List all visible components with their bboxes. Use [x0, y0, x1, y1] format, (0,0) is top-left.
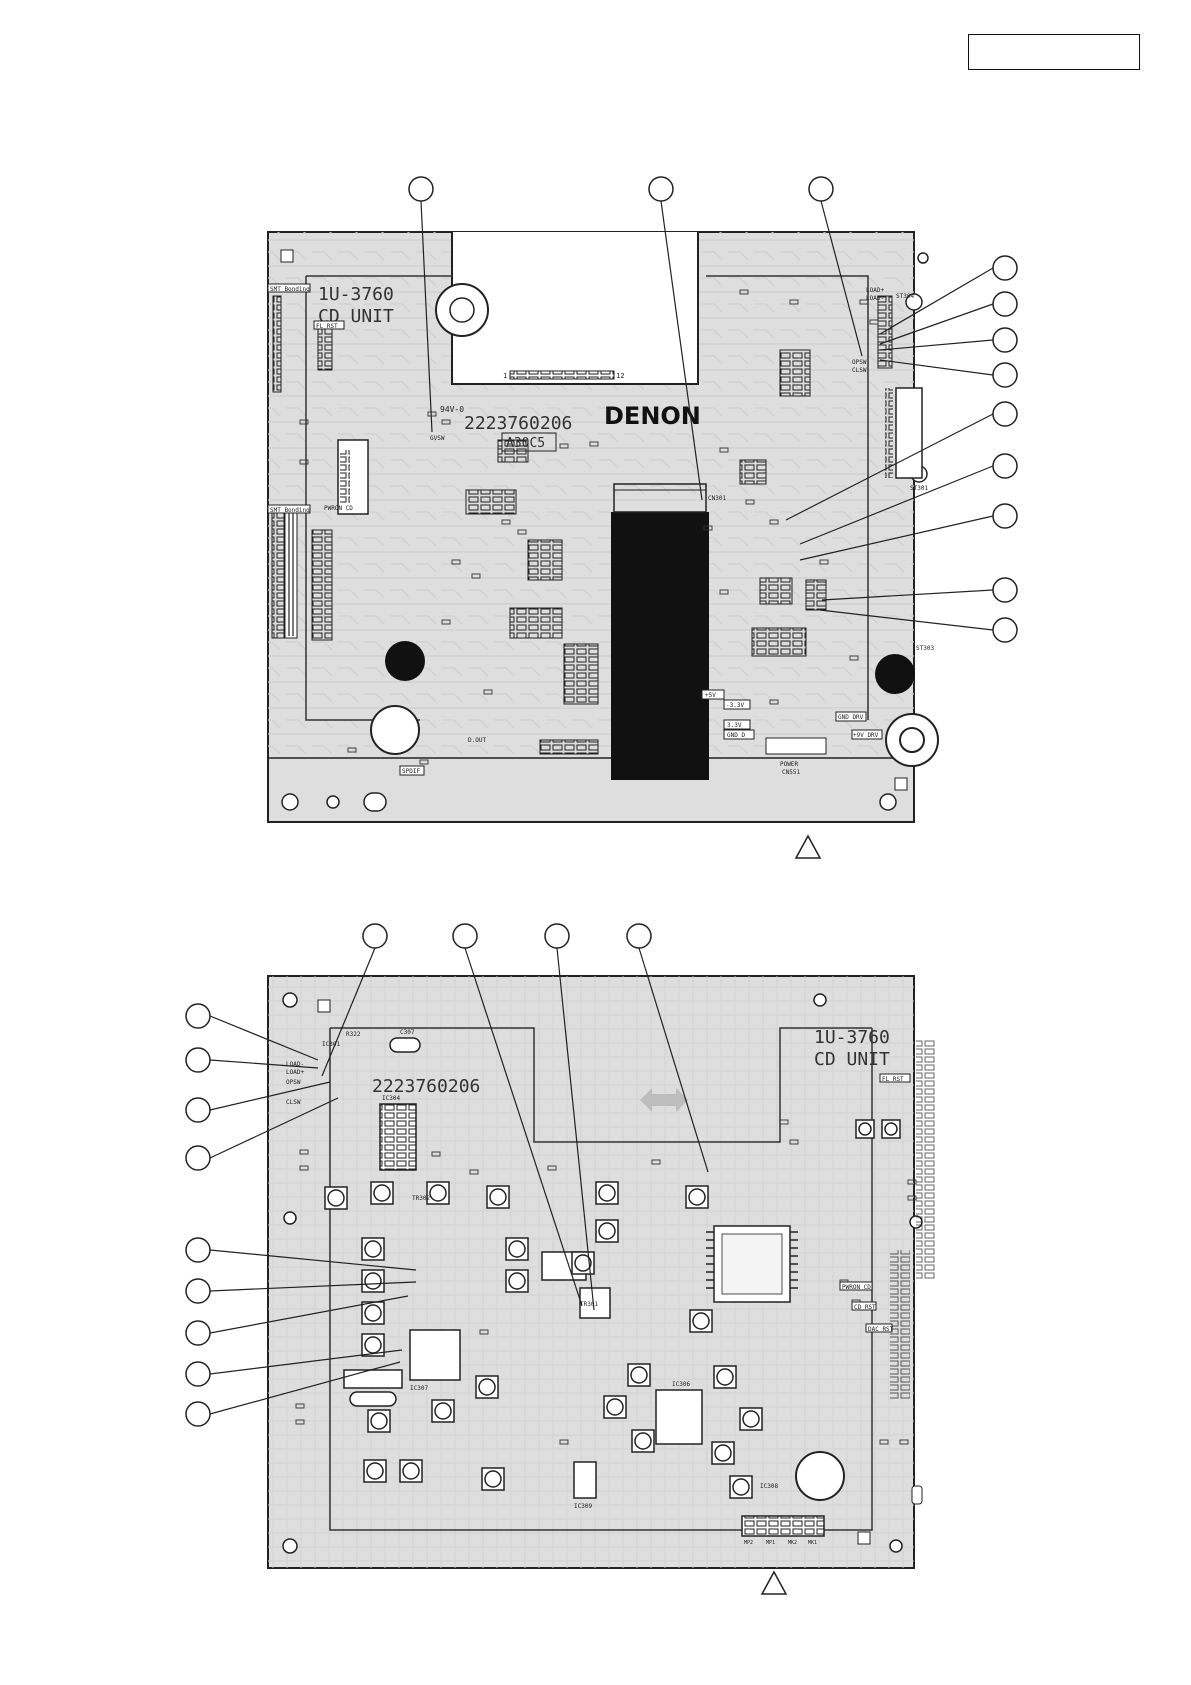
flex-cable-area [611, 512, 709, 780]
dac-rst-label: DAC RST [868, 1326, 894, 1333]
load-plus-label: LOAD+ [866, 287, 884, 294]
callout-circles-top [408, 176, 1018, 643]
double-arrow [640, 1088, 688, 1112]
ic-dac [409, 1329, 461, 1381]
cn301-label: CN301 [708, 495, 726, 502]
mount-hole-filled [385, 641, 425, 681]
bottom-part-number: 2223760206 [372, 1076, 480, 1097]
mk2-label: MK2 [788, 1540, 797, 1546]
st304-label: ST304 [896, 293, 914, 300]
opsw-bottom: OPSW [286, 1079, 301, 1086]
mp1-label: MP1 [766, 1540, 775, 1546]
ul-mark: 94V-0 [440, 405, 464, 414]
load-minus-label: LOAD- [866, 295, 884, 302]
c307-label: C307 [400, 1029, 415, 1036]
plus3v-label: 3.3V [727, 722, 742, 729]
cd-rst-label: CD RST [854, 1304, 876, 1311]
tr302-label: TR302 [412, 1195, 430, 1202]
load-minus-bottom: LOAD- [286, 1061, 304, 1068]
d-out-label: D.OUT [468, 737, 486, 744]
bottom-model-text: 1U-3760 [814, 1027, 890, 1048]
clsw-label: CLSW [852, 367, 867, 374]
top-board: 1U-3760 CD UNIT 2223760206 A30C5 DENON S… [267, 176, 1018, 859]
plus9v-drv-label: +9V DRV [853, 732, 879, 739]
st303-label: ST303 [916, 645, 934, 652]
ic304-label: IC304 [382, 1095, 400, 1102]
callout-leaders-bottom [209, 947, 709, 1415]
smt-bonding-label: SMT Bonding [270, 286, 310, 293]
clsw-bottom: CLSW [286, 1099, 301, 1106]
fl-rst-label: FL RST [316, 323, 338, 330]
callout-leaders-top [420, 200, 994, 631]
smt-bonding-label-2: SMT Bonding [270, 507, 310, 514]
ic306-label: IC306 [672, 1381, 690, 1388]
warning-triangle-bottom [760, 1570, 788, 1595]
top-rev-text: A30C5 [506, 436, 545, 451]
plus5v-label: +5V [705, 692, 716, 699]
gvsw-label: GVSW [430, 435, 445, 442]
st301-label: ST301 [910, 485, 928, 492]
mk1-label: MK1 [808, 1540, 817, 1546]
reference-box [968, 34, 1140, 70]
callout-circles-bottom [185, 923, 652, 1427]
tr301-label: TR301 [580, 1301, 598, 1308]
gnd-d-label: GND D [727, 732, 745, 739]
power-label: POWER [780, 761, 798, 768]
cn551-label: CN551 [782, 769, 800, 776]
opsw-label: OPSW [852, 359, 867, 366]
ic301-label: IC301 [322, 1041, 340, 1048]
brand-logo: DENON [604, 402, 701, 430]
top-part-number: 2223760206 [464, 413, 572, 434]
minus3v-label: -3.3V [726, 702, 744, 709]
mount-hole [435, 283, 489, 337]
fl-rst-label-bottom: FL RST [882, 1076, 904, 1083]
connector-pin-12: 12 [616, 372, 624, 380]
ic308-label: IC308 [760, 1483, 778, 1490]
bottom-unit-text: CD UNIT [814, 1049, 890, 1070]
pwron-cd-label-bottom: PWRON CD [842, 1284, 871, 1291]
r322-label: R322 [346, 1031, 361, 1038]
mount-hole-filled [875, 654, 915, 694]
ic307-label: IC307 [410, 1385, 428, 1392]
mp2-label: MP2 [744, 1540, 753, 1546]
gnd-drv-label: GND DRV [838, 714, 864, 721]
connector-pin-1: 1 [503, 372, 507, 380]
ic-servo [655, 1389, 703, 1445]
pwron-cd-label: PWRON CD [324, 505, 353, 512]
warning-triangle-top [794, 834, 822, 859]
bottom-board: 1U-3760 CD UNIT 2223760206 FL RST PWRON … [185, 923, 936, 1595]
top-model-text: 1U-3760 [318, 284, 394, 305]
load-plus-bottom: LOAD+ [286, 1069, 304, 1076]
spdif-label: SPDIF [402, 768, 420, 775]
ic309-label: IC309 [574, 1503, 592, 1510]
